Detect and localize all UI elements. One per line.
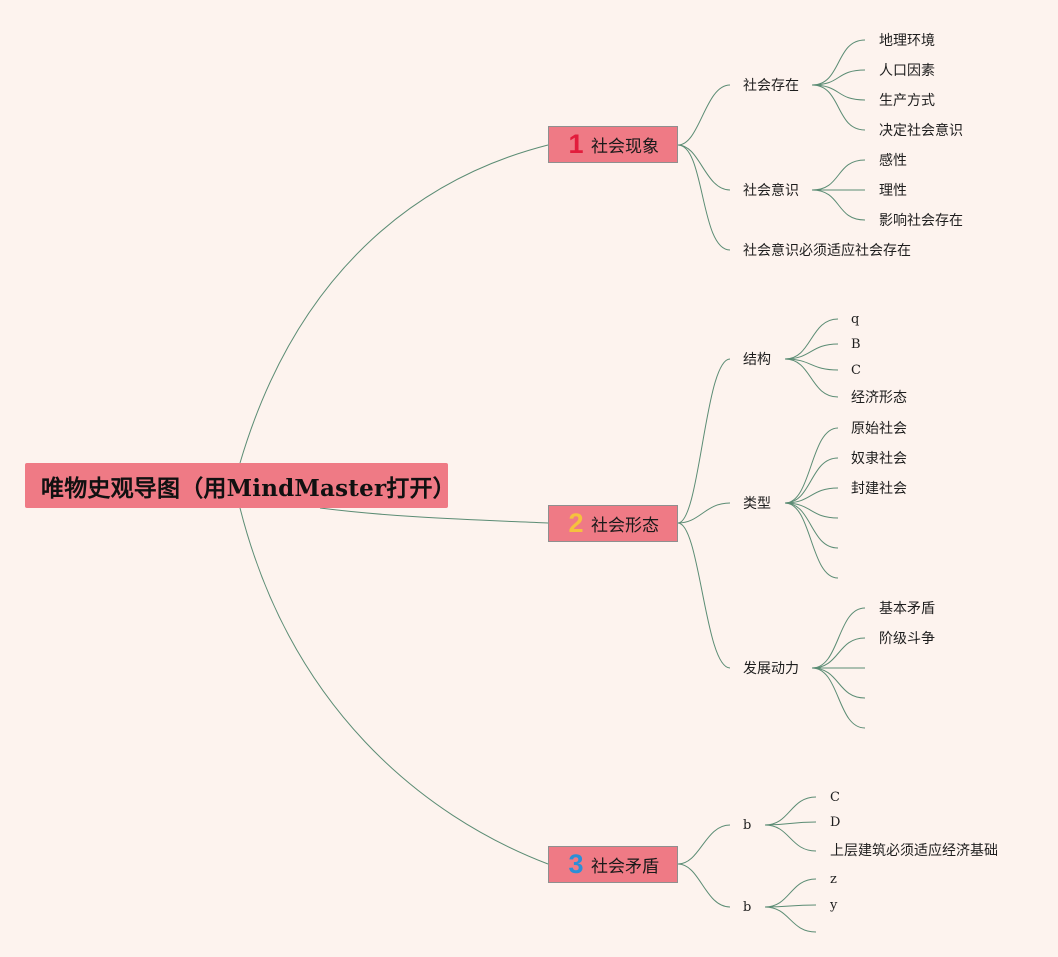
main-topic-social-contradiction[interactable]: 3 社会矛盾 <box>548 846 678 883</box>
main-topic-label: 社会形态 <box>591 516 659 536</box>
number-2-icon: 2 <box>568 508 584 538</box>
subtopic-b-second[interactable]: b <box>743 900 752 915</box>
leaf-rational[interactable]: 理性 <box>879 183 907 199</box>
root-topic[interactable]: 唯物史观导图（用MindMaster打开） <box>25 463 456 508</box>
subtopic-driving-force[interactable]: 发展动力 <box>743 661 799 677</box>
leaf-mode-of-production[interactable]: 生产方式 <box>879 93 935 109</box>
leaf-slave-society[interactable]: 奴隶社会 <box>851 451 907 467</box>
main-topic-social-phenomena[interactable]: 1 社会现象 <box>548 126 678 163</box>
leaf-c[interactable]: C <box>851 363 861 378</box>
subtopic-types[interactable]: 类型 <box>743 496 771 512</box>
subtopic-b-first[interactable]: b <box>743 818 752 833</box>
subtopic-consciousness-adapts[interactable]: 社会意识必须适应社会存在 <box>743 243 911 259</box>
leaf-geographic-environment[interactable]: 地理环境 <box>879 33 935 49</box>
leaf-economic-form[interactable]: 经济形态 <box>851 390 907 406</box>
main-topic-label: 社会矛盾 <box>591 857 659 877</box>
number-3-icon: 3 <box>568 849 584 879</box>
leaf-d[interactable]: D <box>830 815 841 830</box>
leaf-b[interactable]: B <box>851 337 861 352</box>
number-1-icon: 1 <box>568 129 584 159</box>
subtopic-social-consciousness[interactable]: 社会意识 <box>743 183 799 199</box>
leaf-q[interactable]: q <box>851 312 860 327</box>
leaf-y[interactable]: y <box>830 898 838 913</box>
leaf-affects-existence[interactable]: 影响社会存在 <box>879 213 963 229</box>
leaf-population-factor[interactable]: 人口因素 <box>879 63 935 79</box>
main-topic-label: 社会现象 <box>591 137 659 157</box>
leaf-perceptual[interactable]: 感性 <box>879 153 907 169</box>
leaf-primitive-society[interactable]: 原始社会 <box>851 421 907 437</box>
connector-root-branch2 <box>319 507 549 524</box>
subtopic-structure[interactable]: 结构 <box>743 352 771 368</box>
connector-root-branch3 <box>239 507 549 865</box>
leaf-z[interactable]: z <box>830 872 837 887</box>
main-topic-social-form[interactable]: 2 社会形态 <box>548 505 678 542</box>
leaf-c-upper[interactable]: C <box>830 790 840 805</box>
leaf-superstructure-adapts[interactable]: 上层建筑必须适应经济基础 <box>830 843 998 859</box>
leaf-feudal-society[interactable]: 封建社会 <box>851 481 907 497</box>
leaf-determines-consciousness[interactable]: 决定社会意识 <box>879 123 963 139</box>
leaf-basic-contradiction[interactable]: 基本矛盾 <box>879 601 935 617</box>
connector-root-branch1 <box>239 144 549 464</box>
subtopic-social-existence[interactable]: 社会存在 <box>743 78 799 94</box>
leaf-class-struggle[interactable]: 阶级斗争 <box>879 631 935 647</box>
root-topic-label: 唯物史观导图（用MindMaster打开） <box>41 474 456 502</box>
